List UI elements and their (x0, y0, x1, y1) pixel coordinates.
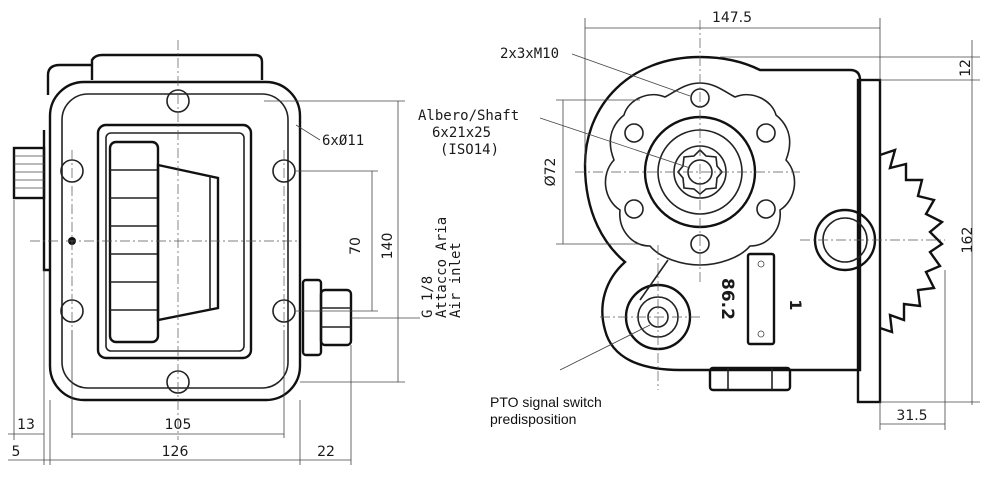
dim-22: 22 (317, 444, 335, 460)
dim-13: 13 (17, 417, 35, 433)
hole (756, 123, 776, 143)
star-flange (604, 82, 796, 266)
dim-5: 5 (12, 444, 21, 460)
hole (690, 234, 710, 254)
dim-12: 12 (958, 59, 974, 77)
shaft-callout-line3: (ISO14) (440, 142, 499, 158)
dim-70: 70 (348, 237, 364, 255)
hole (624, 123, 644, 143)
dim-105: 105 (165, 417, 192, 433)
air-inlet-line3: Air inlet (448, 242, 464, 318)
shaft-callout-line1: Albero/Shaft (418, 108, 519, 124)
plate-ratio: 86.2 (717, 278, 737, 320)
air-inlet-line2: Attacco Aria (434, 217, 450, 318)
air-inlet-fitting (319, 288, 353, 347)
switch-callout-line2: predisposition (490, 411, 576, 427)
shaft-spline (12, 146, 46, 200)
hole (624, 199, 644, 219)
name-plate (746, 252, 776, 346)
switch-callout-line1: PTO signal switch (490, 394, 602, 410)
dim-126: 126 (162, 444, 189, 460)
dim-31-5: 31.5 (896, 408, 927, 424)
shaft-callout-line2: 6x21x25 (432, 125, 491, 141)
plate-number: 1 (786, 299, 805, 310)
mounting-plate (856, 78, 882, 404)
housing (96, 123, 253, 360)
dim-140: 140 (380, 233, 396, 260)
dim-72: Ø72 (543, 158, 559, 187)
holes-callout: 6xØ11 (322, 133, 364, 149)
output-gear (879, 148, 945, 334)
hole (756, 199, 776, 219)
air-inlet-line1: G 1/8 (420, 276, 436, 318)
bottom-plug (708, 366, 792, 392)
threads-callout: 2x3xM10 (500, 46, 559, 62)
gear (108, 140, 160, 344)
cone (156, 163, 220, 322)
left-view: 70 140 105 126 22 13 5 6xØ11 G 1/8 Attac… (8, 40, 464, 465)
dim-147-5: 147.5 (712, 10, 752, 26)
right-view: 147.5 12 162 31.5 Ø72 2x3xM10 Albero/Sha… (418, 10, 980, 430)
dim-162: 162 (960, 227, 976, 254)
